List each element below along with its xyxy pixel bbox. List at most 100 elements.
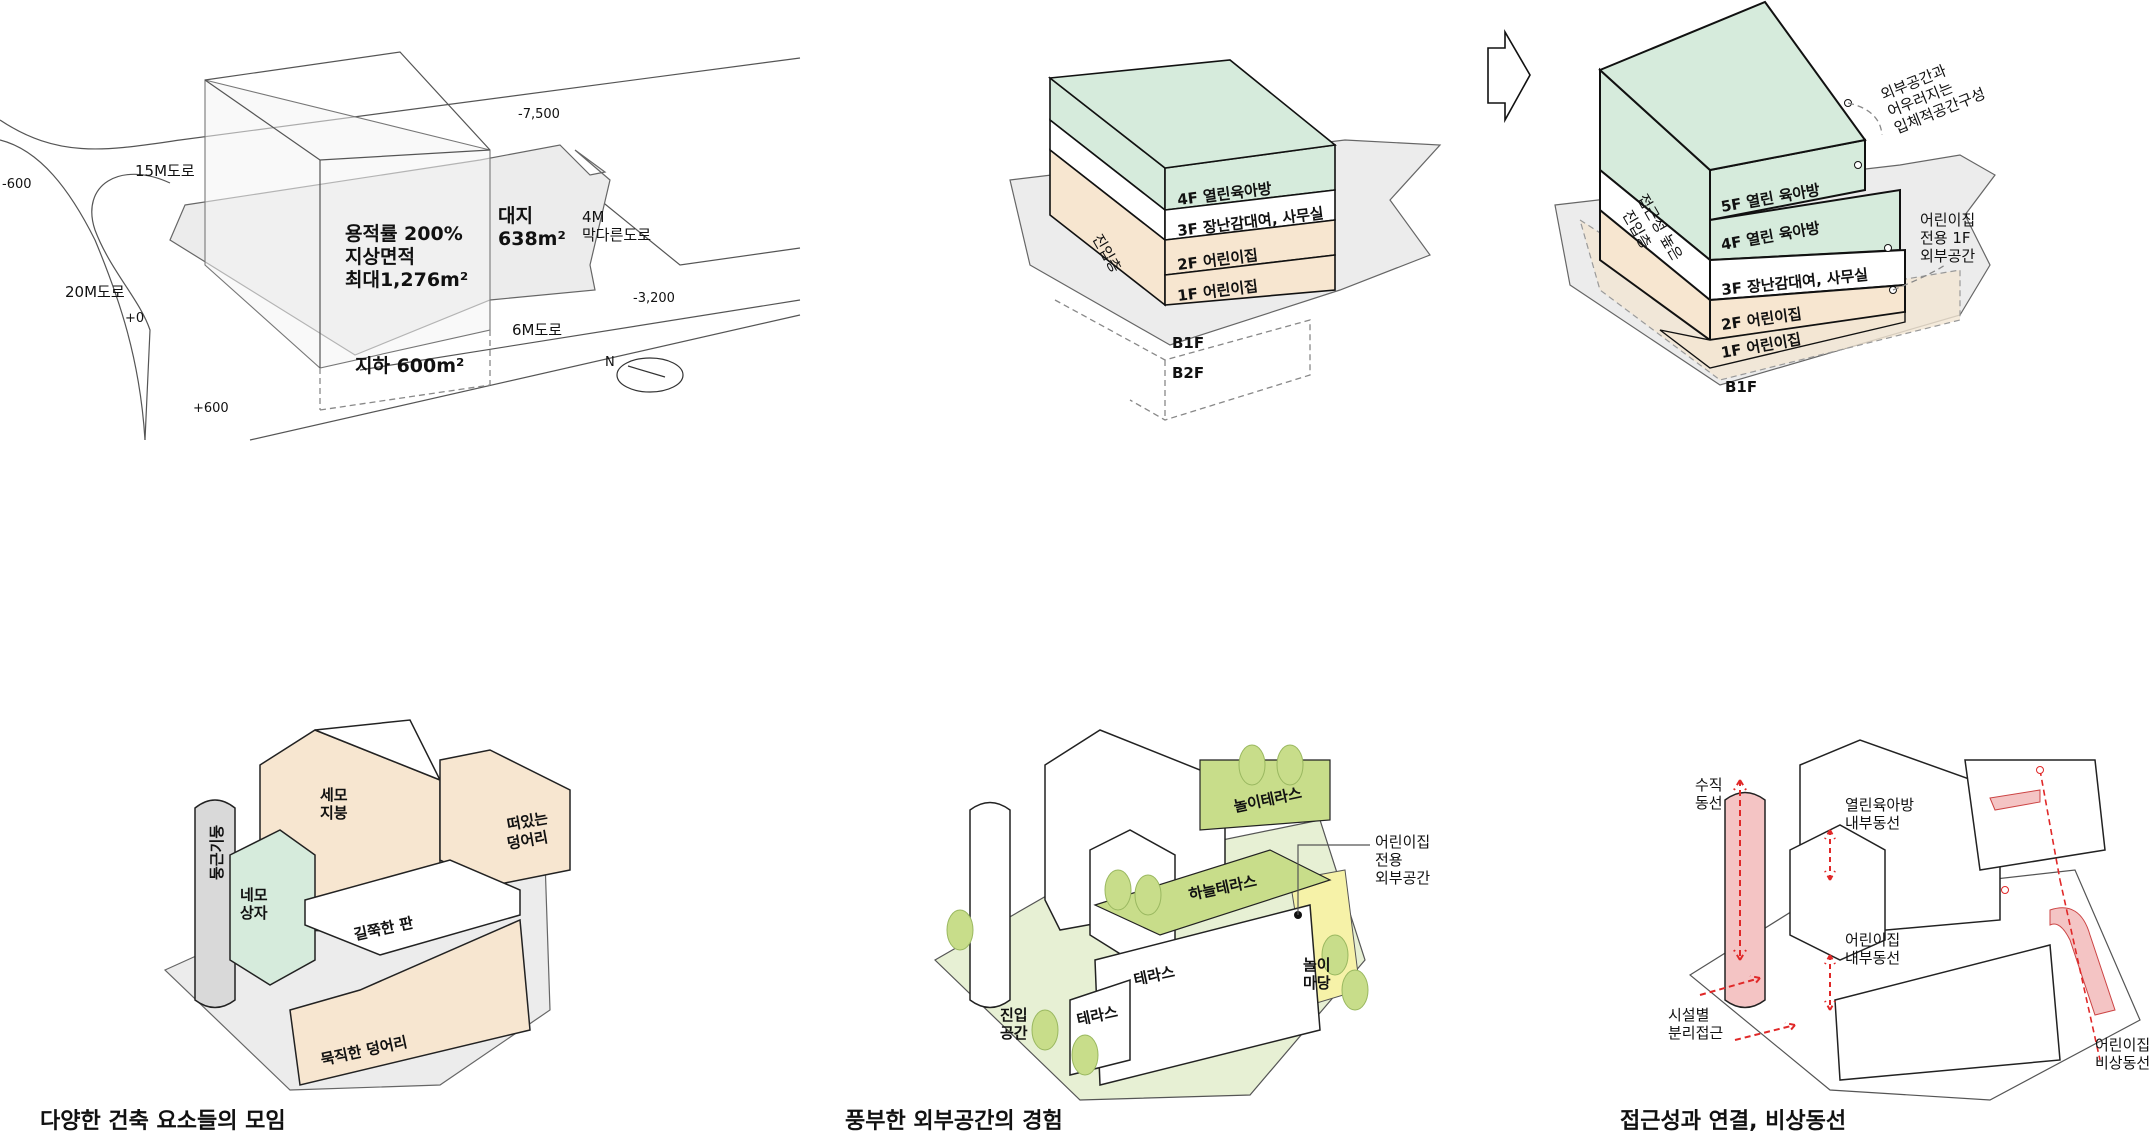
north-arrow-needle (627, 365, 666, 378)
site-label: 대지 (498, 205, 533, 227)
stack-b-b1f-label: B1F (1725, 378, 1757, 396)
d1-long-plate (304, 859, 521, 956)
d3-front-mass (1834, 944, 2061, 1081)
d3-marker-1 (2036, 766, 2044, 774)
d2-tree-4 (1134, 874, 1162, 916)
diagram-building-elements: 세모 지붕 둥근기둥 네모 상자 떠있는 덩어리 길쭉한 판 묵직한 덩어리 다… (40, 719, 571, 1134)
level-minus-3200: -3,200 (633, 291, 675, 306)
road-6m-label: 6M도로 (512, 321, 562, 339)
floor-stack-b: 5F 열린 육아방 4F 열린 육아방 3F 장난감대여, 사무실 2F 어린이… (1554, 0, 1996, 396)
site-area-label: 638m² (498, 228, 566, 250)
level-zero: +0 (125, 311, 144, 326)
road-4m-sub-label: 막다른도로 (582, 226, 651, 244)
north-label: N (605, 355, 615, 370)
d1-label-column: 둥근기둥 (208, 825, 226, 880)
d2-tree-6 (1031, 1009, 1059, 1051)
stack-a-b2f-label: B2F (1172, 364, 1204, 382)
d2-tree-3 (1104, 869, 1132, 911)
basement-outline (319, 330, 491, 411)
d3-caption: 접근성과 연결, 비상동선 (1620, 1109, 1846, 1134)
stack-b-marker-2 (1854, 161, 1862, 169)
stack-a-b1f-label: B1F (1172, 334, 1204, 352)
d3-access-arrow-1 (1699, 975, 1761, 996)
north-arrow-circle (616, 357, 684, 393)
road-4m-label: 4M (582, 208, 605, 226)
floor-stack-a: 4F 열린육아방 3F 장난감대여, 사무실 2F 어린이집 1F 어린이집 B… (1009, 59, 1442, 421)
d1-label-saemo-2: 지붕 (320, 804, 348, 822)
d2-sky-terrace (1093, 849, 1332, 936)
stack-b-roof (1598, 0, 1867, 172)
road-edge-west-inner (91, 173, 171, 441)
stack-b-note-2-line-2: 전용 1F (1920, 229, 1971, 247)
d2-note-3: 외부공간 (1375, 869, 1430, 887)
d1-label-box-1: 네모 (240, 886, 268, 904)
d3-right-mass (1964, 759, 2106, 871)
road-edge-west-outer (0, 139, 146, 441)
stack-a-roof (1047, 59, 1337, 169)
d2-tree-8 (1321, 934, 1349, 976)
stack-b-note-2-line-3: 외부공간 (1920, 247, 1975, 265)
stack-a-basement-outline (1054, 299, 1311, 421)
d3-emergency-route (2039, 769, 2101, 1061)
d2-tree-2 (1276, 744, 1304, 786)
basement-label: 지하 600m² (355, 355, 464, 377)
d3-vertical-arrow (1733, 779, 1747, 961)
d3-label-daycare-2: 내부동선 (1845, 949, 1900, 967)
volume-edge-2 (204, 79, 491, 161)
d3-label-vertical-2: 동선 (1695, 794, 1723, 812)
level-plus-600: +600 (193, 401, 229, 416)
d2-leader (1297, 844, 1370, 915)
road-edge-south (249, 314, 801, 441)
d2-label-entry-1: 진입 (1000, 1006, 1028, 1024)
stack-b-marker-3 (1884, 244, 1892, 252)
d3-access-arrow-2 (1734, 1022, 1796, 1041)
road-20m-label: 20M도로 (65, 283, 125, 301)
d1-roof-top (314, 719, 442, 782)
volume-front (204, 79, 491, 369)
road-edge-east (599, 199, 801, 266)
d3-vertical-core (1724, 791, 1766, 1009)
level-minus-7500: -7,500 (518, 107, 560, 122)
d3-label-separate-2: 분리접근 (1668, 1024, 1723, 1042)
d3-box (1789, 824, 1886, 961)
gfa-label: 지상면적 (345, 246, 415, 268)
d3-marker-2 (2001, 886, 2009, 894)
d1-caption: 다양한 건축 요소들의 모임 (40, 1109, 286, 1134)
volume-top-edge (204, 51, 491, 151)
stack-b-note-1: 외부공간과 어우러지는 입체적공간구성 (1878, 61, 1988, 137)
d1-round-column (194, 799, 236, 1009)
d2-label-entry-2: 공간 (1000, 1024, 1028, 1042)
stack-a-1f-front (1164, 254, 1336, 306)
d2-label-play-yard-2: 마당 (1303, 974, 1331, 992)
d1-label-saemo-1: 세모 (320, 786, 348, 804)
road-edge-south-inner (359, 299, 801, 371)
d1-label-box-2: 상자 (240, 904, 268, 922)
level-minus-600: -600 (2, 177, 32, 192)
d3-label-vertical-1: 수직 (1695, 776, 1723, 794)
d3-emergency-stair (2049, 907, 2116, 1016)
d2-tree-5 (946, 909, 974, 951)
site-plan-panel: N 용적률 200% 지상면적 최대1,276m² 대지 638m² 지하 60… (0, 51, 801, 441)
road-15m-label: 15M도로 (135, 162, 195, 180)
d2-column (969, 801, 1011, 1009)
d2-label-play-yard-1: 놀이 (1303, 956, 1331, 974)
d1-heavy-mass (289, 918, 531, 1086)
transition-arrow-icon (1487, 29, 1531, 124)
d2-caption: 풍부한 외부공간의 경험 (845, 1108, 1063, 1134)
d3-label-open-room-2: 내부동선 (1845, 814, 1900, 832)
d3-label-separate-1: 시설별 (1668, 1006, 1709, 1024)
d3-label-daycare-1: 어린이집 (1845, 931, 1900, 949)
d2-tree-7 (1071, 1034, 1099, 1076)
diagram-outdoor-spaces: 놀이테라스 하늘테라스 테라스 테라스 진입 공간 놀이 마당 어린이집 전용 … (845, 729, 1430, 1134)
d3-daycare-arrow (1824, 954, 1836, 1011)
gfa-max-label: 최대1,276m² (345, 269, 468, 291)
d1-floating-mass (439, 749, 571, 886)
d3-label-emergency-2: 비상동선 (2095, 1054, 2149, 1072)
diagram-circulation: 수직 동선 열린육아방 내부동선 어린이집 내부동선 시설별 분리접근 어린이집… (1620, 739, 2149, 1134)
d2-tree-1 (1238, 744, 1266, 786)
d2-note-2: 전용 (1375, 851, 1403, 869)
far-label: 용적률 200% (345, 223, 463, 245)
d3-stair-top (1989, 789, 2041, 811)
d1-box (229, 829, 316, 986)
